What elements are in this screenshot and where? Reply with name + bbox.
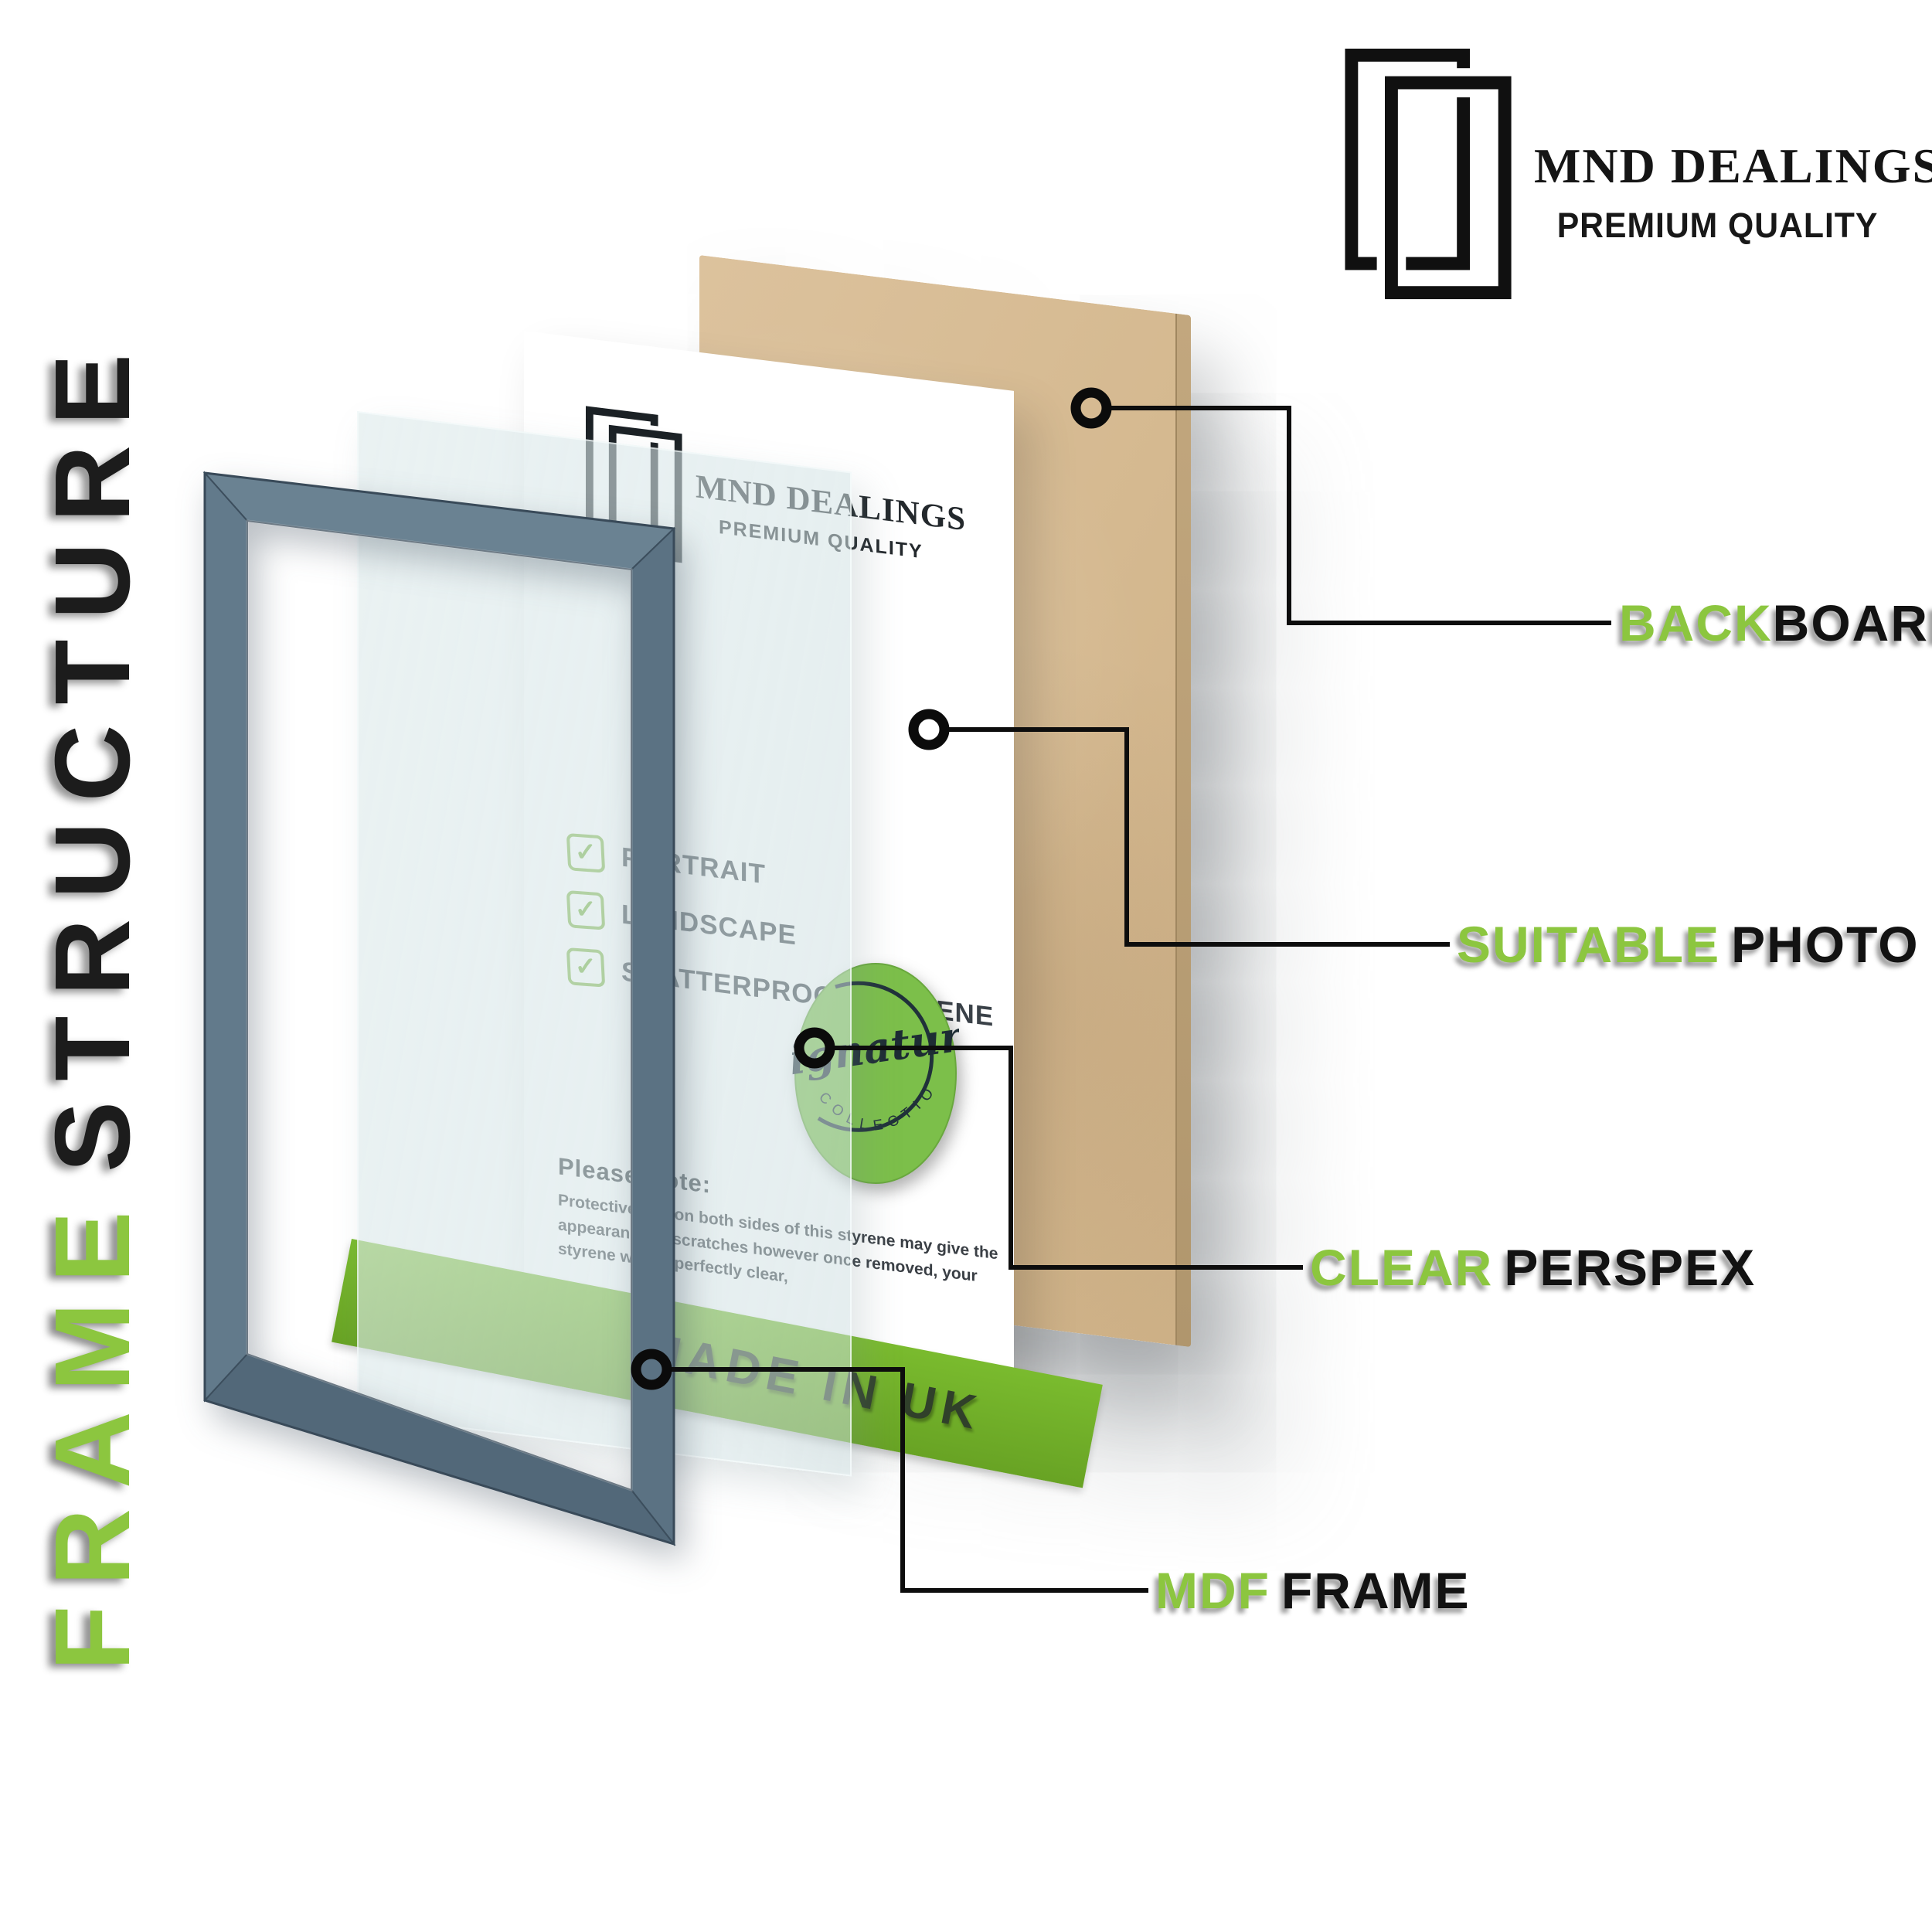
label-mdf-frame-green: MDF [1155,1562,1270,1619]
double-frame-logo-icon [1345,48,1519,308]
brand-tagline: PREMIUM QUALITY [1556,206,1879,245]
brand-text-block: MND DEALINGS PREMIUM QUALITY [1534,138,1932,246]
label-suitable-photo-green: SUITABLE [1457,916,1721,973]
brand-logo [1342,46,1519,308]
label-backboard-green: BACK [1619,594,1773,651]
label-backboard-black: BOARD [1772,594,1932,651]
label-clear-perspex-black: PERSPEX [1504,1239,1757,1296]
label-suitable-photo-black: PHOTO [1731,916,1920,973]
label-mdf-frame-black: FRAME [1281,1562,1471,1619]
brand-name: MND DEALINGS [1534,138,1932,193]
label-clear-perspex-green: CLEAR [1310,1239,1494,1296]
label-backboard: BACKBOARD [1619,594,1932,652]
